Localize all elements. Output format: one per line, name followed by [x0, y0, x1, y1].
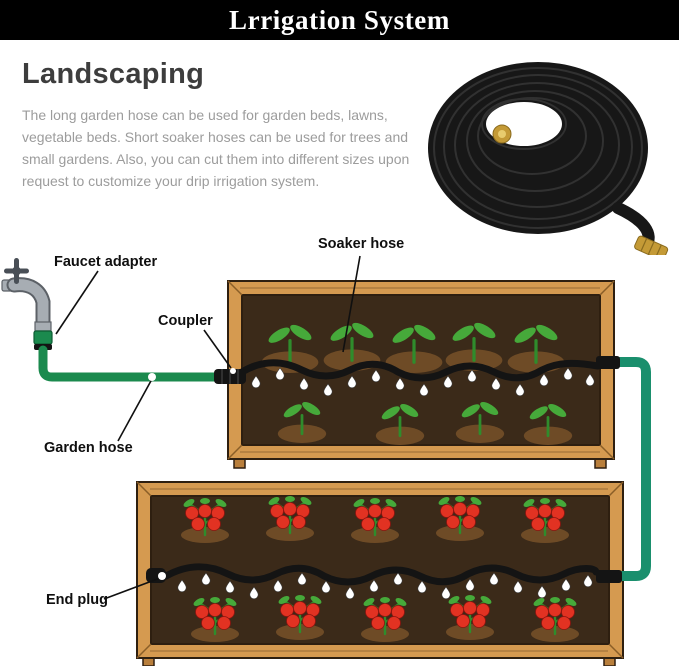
label-coupler: Coupler — [158, 313, 213, 329]
label-garden-hose: Garden hose — [44, 440, 133, 456]
brass-connector-icon — [634, 235, 669, 255]
intro-section: Landscaping The long garden hose can be … — [22, 58, 424, 192]
coupler-icon — [214, 369, 246, 384]
irrigation-diagram — [1, 255, 651, 666]
banner-title: Lrrigation System — [229, 4, 450, 35]
pointer-lines — [55, 255, 361, 600]
label-end-plug: End plug — [46, 592, 109, 608]
label-faucet-adapter: Faucet adapter — [54, 254, 158, 270]
garden-hose-line — [38, 345, 221, 382]
faucet-adapter-icon — [33, 330, 53, 345]
banner: Lrrigation System — [0, 0, 679, 40]
soaker-hose-top — [238, 359, 602, 382]
hose-coil-icon — [428, 62, 669, 255]
intro-body: The long garden hose can be used for gar… — [22, 107, 410, 189]
hose-coil-image — [428, 62, 669, 255]
connector-pipe — [596, 356, 651, 583]
faucet-icon — [1, 258, 53, 350]
intro-heading: Landscaping — [22, 58, 205, 90]
label-soaker-hose: Soaker hose — [318, 236, 405, 252]
